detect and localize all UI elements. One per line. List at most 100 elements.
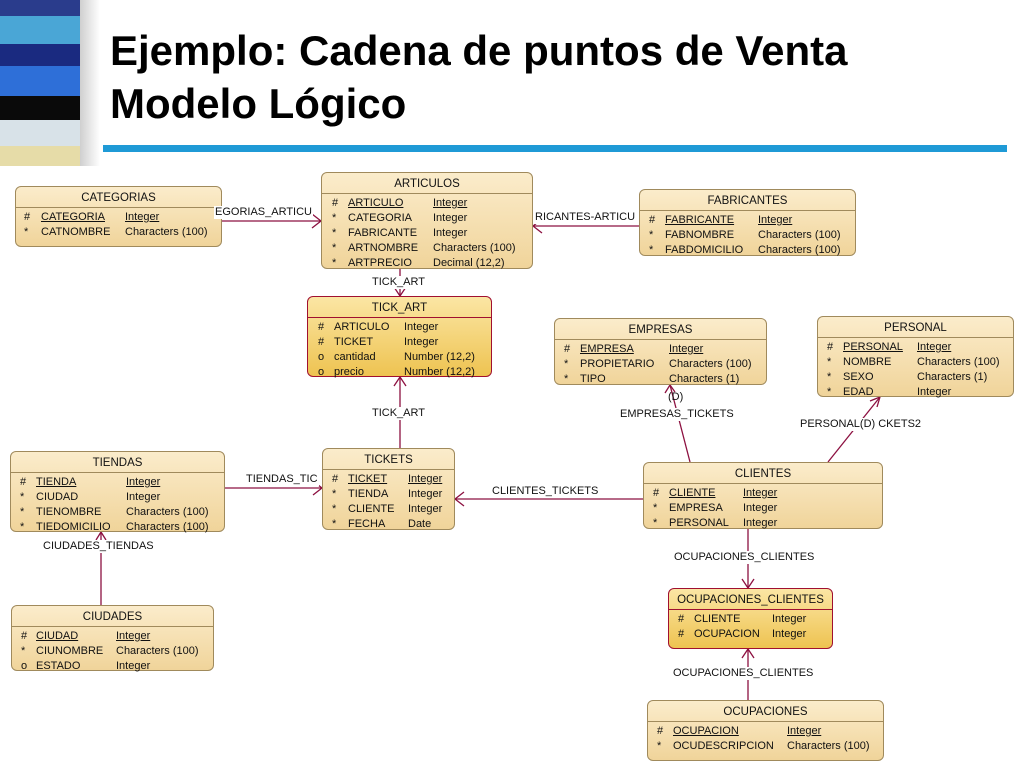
- attr-mark: *: [332, 503, 337, 515]
- attr-name: CLIENTE: [348, 503, 395, 515]
- rel-label-empresas-tickets: EMPRESAS_TICKETS: [619, 408, 735, 421]
- rel-crowfoot: [869, 396, 881, 408]
- entity-divider: [16, 207, 221, 208]
- attr-name: ARTICULO: [334, 321, 390, 333]
- attr-type: Characters (100): [787, 740, 870, 752]
- attr-mark: #: [21, 630, 28, 642]
- attr-type: Characters (100): [758, 229, 841, 241]
- attr-type: Integer: [408, 473, 443, 485]
- attr-mark: *: [564, 358, 569, 370]
- entity-divider: [648, 721, 883, 722]
- attr-type: Integer: [917, 386, 952, 398]
- entity-divider: [12, 626, 213, 627]
- attr-name: ARTNOMBRE: [348, 242, 419, 254]
- attr-type: Integer: [116, 630, 151, 642]
- attr-mark: *: [649, 229, 654, 241]
- attr-type: Integer: [404, 321, 439, 333]
- attr-mark: *: [649, 244, 654, 256]
- rel-label-categorias-articulos: EGORIAS_ARTICU: [214, 206, 313, 219]
- entity-divider: [322, 193, 532, 194]
- attr-name: TIENDA: [36, 476, 77, 488]
- attr-name: EDAD: [843, 386, 874, 398]
- attr-type: Characters (100): [917, 356, 1000, 368]
- attr-type: Integer: [743, 502, 778, 514]
- entity-divider: [640, 210, 855, 211]
- attr-type: Integer: [772, 628, 807, 640]
- attr-type: Integer: [126, 476, 161, 488]
- attr-mark: *: [20, 491, 25, 503]
- attr-mark: #: [318, 336, 325, 348]
- attr-type: Integer: [743, 517, 778, 529]
- attr-name: CATNOMBRE: [41, 226, 111, 238]
- attr-name: TIEDOMICILIO: [36, 521, 111, 533]
- entity-name: EMPRESAS: [628, 324, 693, 336]
- rel-label-tick-art-top: TICK_ART: [371, 276, 426, 289]
- attr-type: Characters (100): [669, 358, 752, 370]
- entity-divider: [323, 469, 454, 470]
- attr-name: OCUDESCRIPCION: [673, 740, 774, 752]
- attr-type: Integer: [669, 343, 704, 355]
- attr-name: EMPRESA: [669, 502, 723, 514]
- entity-divider: [11, 472, 224, 473]
- attr-type: Characters (1): [917, 371, 988, 383]
- rel-label-ciudades-tiendas: CIUDADES_TIENDAS: [42, 540, 155, 553]
- entity-name: CLIENTES: [734, 468, 792, 480]
- attr-mark: #: [678, 628, 685, 640]
- attr-mark: #: [318, 321, 325, 333]
- attr-name: TIENOMBRE: [36, 506, 102, 518]
- rel-crowfoot: [311, 213, 322, 229]
- decor-strip: [0, 120, 80, 146]
- attr-type: Integer: [126, 491, 161, 503]
- attr-mark: *: [827, 371, 832, 383]
- rel-label-personal-tickets: PERSONAL(D) CKETS2: [799, 418, 923, 431]
- attr-type: Integer: [917, 341, 952, 353]
- attr-type: Characters (1): [669, 373, 740, 385]
- attr-mark: #: [20, 476, 27, 488]
- rel-label-ocupaciones-clientes-bottom: OCUPACIONES_CLIENTES: [672, 667, 815, 680]
- entity-divider: [308, 317, 491, 318]
- entity-name: TICK_ART: [371, 302, 428, 314]
- attribute-row: # ARTICULO Integer: [308, 320, 491, 335]
- rel-label-tick-art-bottom: TICK_ART: [371, 407, 426, 420]
- attr-name: OCUPACION: [673, 725, 739, 737]
- attr-mark: *: [564, 373, 569, 385]
- entity-name: FABRICANTES: [707, 195, 788, 207]
- decor-shadow: [80, 0, 100, 166]
- attr-name: CIUNOMBRE: [36, 645, 104, 657]
- attr-type: Integer: [772, 613, 807, 625]
- decorative-corner: [0, 0, 80, 166]
- rel-crowfoot: [741, 578, 755, 589]
- entity-name: OCUPACIONES: [723, 706, 808, 718]
- attr-name: cantidad: [334, 351, 376, 363]
- attr-type: Integer: [433, 212, 468, 224]
- attr-mark: #: [332, 473, 339, 485]
- attr-name: FABRICANTE: [665, 214, 735, 226]
- attr-mark: *: [653, 517, 658, 529]
- title-line-2: Modelo Lógico: [110, 80, 407, 127]
- entity-name: PERSONAL: [884, 322, 947, 334]
